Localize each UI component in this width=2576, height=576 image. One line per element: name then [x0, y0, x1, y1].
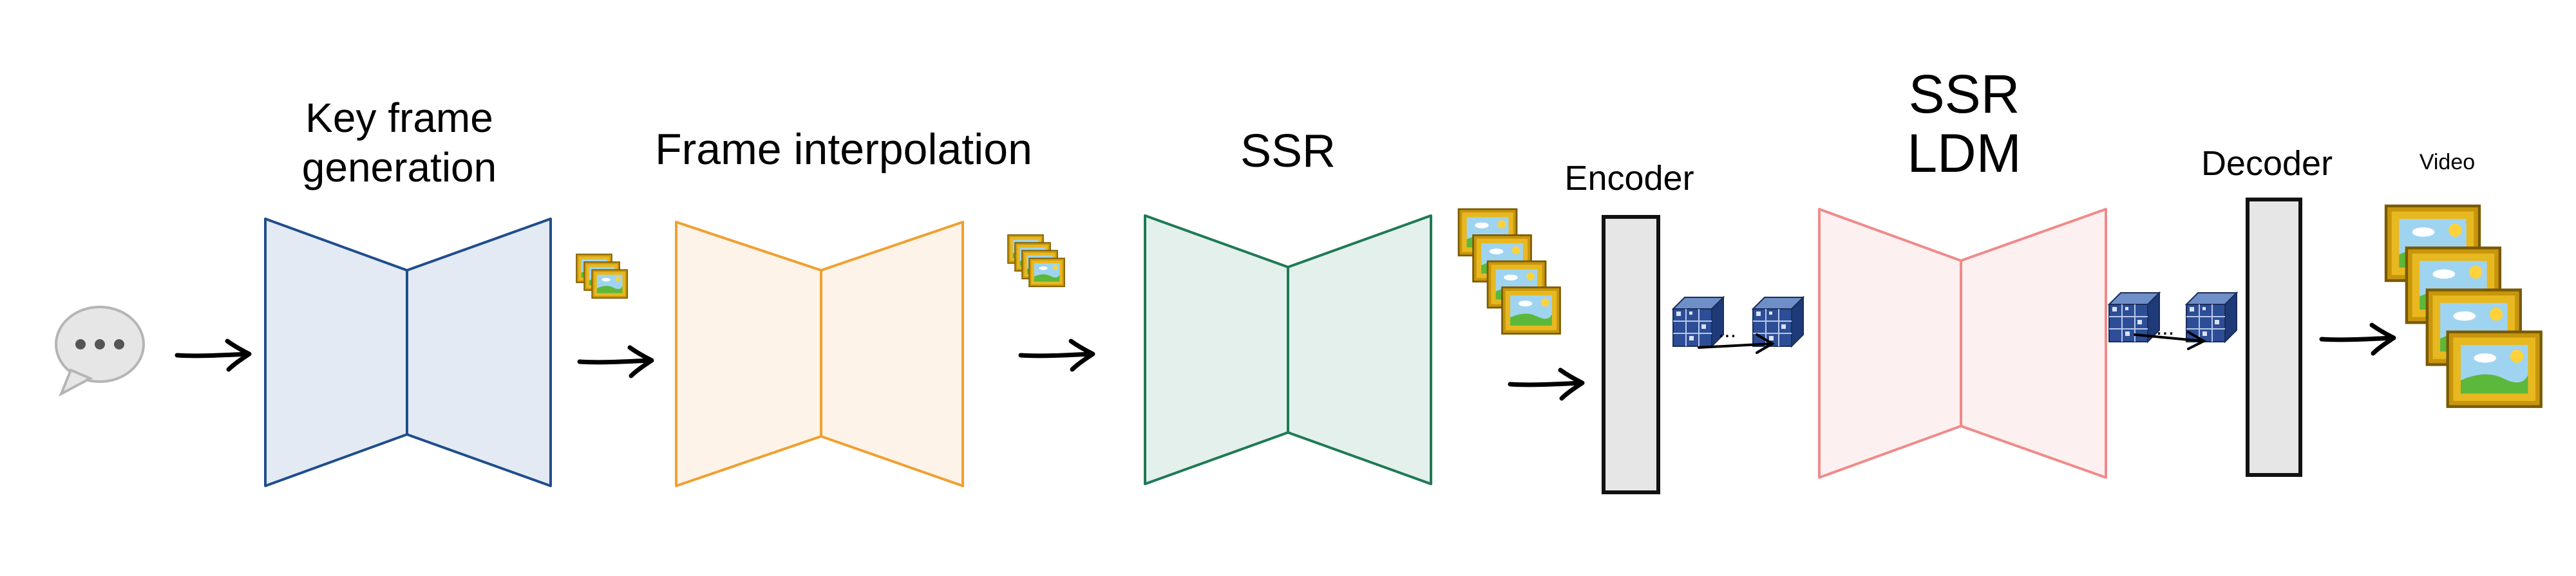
decoder-label: Decoder	[2201, 144, 2333, 183]
framed-picture-icon	[1457, 208, 1561, 335]
right-arrow-icon	[1510, 370, 1582, 398]
video-label: Video	[2419, 150, 2476, 174]
right-arrow-icon	[1021, 341, 1093, 369]
keyframe-label-line2: generation	[301, 144, 497, 190]
interp-label: Frame interpolation	[655, 125, 1032, 174]
ssr-label: SSR	[1240, 125, 1336, 177]
encoder-label: Encoder	[1564, 159, 1694, 198]
speech-bubble-icon	[55, 306, 145, 397]
right-arrow-icon	[580, 348, 652, 376]
latent-cube-icon	[1672, 297, 1804, 347]
keyframe-label: Key frame generation	[296, 93, 502, 192]
interp-unet	[675, 221, 964, 487]
framed-picture-icon	[1007, 234, 1065, 288]
right-arrow-icon	[177, 341, 249, 369]
framed-picture-icon	[576, 254, 629, 299]
ssr-ldm-unet	[1818, 208, 2107, 479]
encoder-box	[1602, 215, 1660, 494]
ssr-ldm-label: SSR LDM	[1868, 64, 2061, 183]
right-arrow-icon	[2322, 325, 2394, 353]
ssr-ldm-label-line2: LDM	[1907, 123, 2022, 184]
right-arrow-icon	[1698, 333, 1775, 354]
keyframe-label-line1: Key frame	[305, 95, 493, 141]
decoder-box	[2246, 198, 2302, 477]
right-arrow-icon	[2134, 331, 2207, 350]
latent-ellipsis: ...	[1718, 318, 1736, 342]
framed-picture-icon	[2386, 206, 2541, 407]
ssr-ldm-label-line1: SSR	[1908, 64, 2020, 124]
